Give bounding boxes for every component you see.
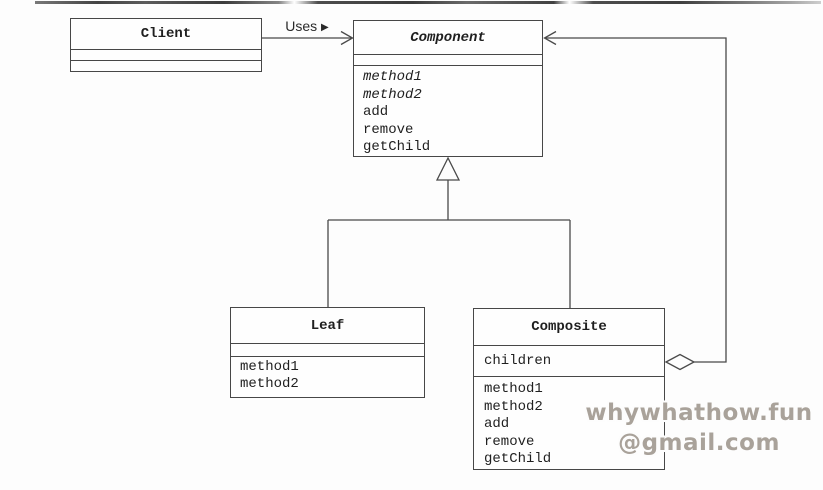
class-box-leaf: Leaf method1 method2 bbox=[230, 307, 425, 398]
leaf-attributes-compartment bbox=[231, 344, 424, 357]
watermark-line1: whywhathow.fun bbox=[585, 400, 813, 426]
class-title: Composite bbox=[474, 309, 664, 346]
component-attributes-compartment bbox=[354, 55, 542, 66]
class-title: Client bbox=[71, 19, 261, 50]
scan-artifact-line bbox=[35, 1, 821, 4]
class-title: Component bbox=[354, 21, 542, 55]
class-box-component: Component method1 method2 add remove get… bbox=[353, 20, 543, 157]
open-arrowhead-right-icon bbox=[340, 30, 354, 46]
leaf-methods-compartment: method1 method2 bbox=[231, 357, 424, 397]
class-box-composite: Composite children method1 method2 add r… bbox=[473, 308, 665, 470]
method-row: method1 bbox=[484, 381, 543, 397]
method-row: method2 bbox=[484, 398, 543, 415]
method-row: method2 bbox=[240, 376, 299, 392]
method-row: getChild bbox=[484, 451, 552, 467]
method-row: method2 bbox=[363, 86, 422, 103]
uses-arrow bbox=[262, 30, 354, 46]
client-attributes-compartment bbox=[71, 50, 261, 61]
component-methods-compartment: method1 method2 add remove getChild bbox=[354, 66, 542, 157]
open-arrowhead-left-icon bbox=[543, 30, 557, 46]
method-row: getChild bbox=[363, 139, 431, 155]
hollow-diamond-icon bbox=[664, 353, 696, 371]
watermark: whywhathow.fun @gmail.com bbox=[575, 398, 823, 458]
hollow-triangle-icon bbox=[435, 156, 461, 181]
class-title: Leaf bbox=[231, 308, 424, 344]
uses-label-text: Uses bbox=[285, 18, 318, 34]
client-methods-compartment bbox=[71, 61, 261, 71]
composite-methods-compartment: method1 method2 add remove getChild bbox=[474, 377, 664, 469]
method-row: remove bbox=[484, 433, 535, 450]
class-box-client: Client bbox=[70, 18, 262, 72]
method-row: remove bbox=[363, 121, 414, 138]
uses-label: Uses ▶ bbox=[260, 18, 354, 34]
watermark-line2: @gmail.com bbox=[618, 430, 780, 456]
method-row: add bbox=[484, 416, 510, 432]
composite-attributes-compartment: children bbox=[474, 346, 664, 377]
method-row: method1 bbox=[363, 69, 422, 85]
generalization-arrow bbox=[327, 156, 571, 308]
uses-direction-icon: ▶ bbox=[321, 22, 329, 33]
aggregation-arrow bbox=[543, 30, 727, 371]
method-row: add bbox=[363, 104, 389, 120]
method-row: method1 bbox=[240, 359, 299, 375]
